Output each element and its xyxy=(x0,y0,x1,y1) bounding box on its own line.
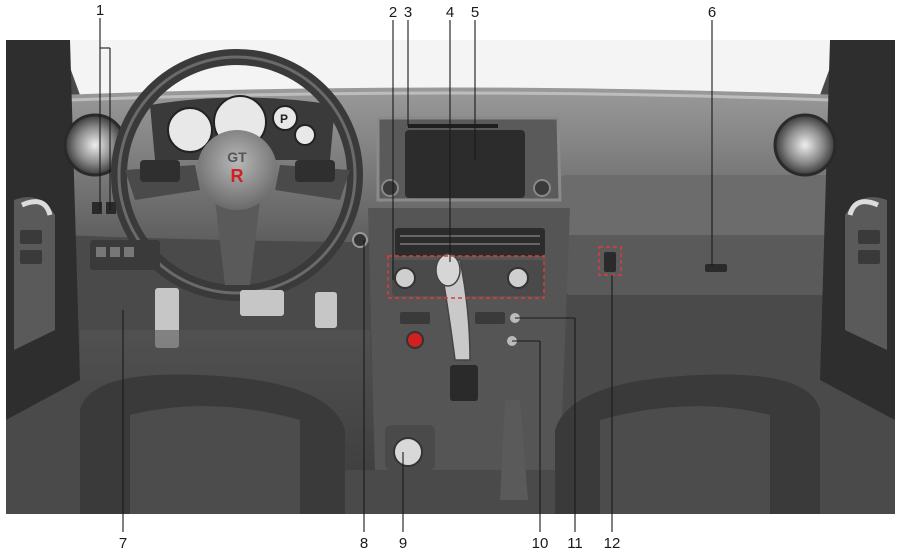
steering-control-right xyxy=(295,160,335,182)
callout-labels: 1 2 3 4 5 6 7 8 9 10 11 12 xyxy=(96,2,716,552)
lower-switch-a xyxy=(96,247,106,257)
callout-8: 8 xyxy=(360,535,368,552)
right-window-switch xyxy=(858,230,880,244)
glove-box-panel xyxy=(565,235,830,295)
steering-wheel-rim-highlight xyxy=(117,55,357,295)
parking-brake xyxy=(500,400,528,500)
left-display-knob xyxy=(381,179,399,197)
lower-switch-b xyxy=(110,247,120,257)
display-top-slot xyxy=(408,124,498,128)
right-air-vent-ring xyxy=(773,113,837,177)
callout-11: 11 xyxy=(567,535,583,552)
drive-mode-dial xyxy=(393,437,423,467)
callout-5: 5 xyxy=(471,4,479,21)
right-door-handle xyxy=(847,199,879,216)
shift-gate xyxy=(450,365,478,401)
callout-7: 7 xyxy=(119,535,127,552)
callout-3: 3 xyxy=(404,4,412,21)
lower-switch-c xyxy=(124,247,134,257)
mirror-switch-a xyxy=(92,202,102,214)
climate-knob-right xyxy=(507,267,529,289)
climate-highlight-box xyxy=(387,255,545,299)
left-window-switch-2 xyxy=(20,250,42,264)
passenger-airbag-indicator xyxy=(604,252,616,272)
callout-2: 2 xyxy=(389,4,397,21)
passenger-dash-panel xyxy=(560,175,835,235)
start-button xyxy=(406,331,424,349)
gear-shifter-knob xyxy=(435,253,461,287)
indicator-gauge xyxy=(272,105,298,131)
right-door-trim xyxy=(845,197,887,350)
indicator-highlight-box xyxy=(598,246,622,276)
hazard-switch xyxy=(352,232,368,248)
left-door-handle xyxy=(21,199,53,216)
callout-4: 4 xyxy=(446,4,454,21)
leader-lines xyxy=(99,18,713,532)
left-door-trim xyxy=(14,197,55,350)
console-switch-row-left xyxy=(400,312,430,324)
center-vents xyxy=(395,228,545,256)
callout-10: 10 xyxy=(532,535,549,552)
climate-control-panel xyxy=(392,260,544,296)
right-air-vent xyxy=(775,115,835,175)
steering-control-left xyxy=(140,160,180,182)
accelerator-pedal xyxy=(315,292,337,328)
gauge-p-mark: P xyxy=(280,112,288,126)
mirror-switch-b xyxy=(106,202,116,214)
right-display-knob xyxy=(533,179,551,197)
left-window-switch xyxy=(20,230,42,244)
climate-knob-left xyxy=(394,267,416,289)
display-screen xyxy=(405,130,525,198)
callout-9: 9 xyxy=(399,535,407,552)
passenger-seat-cushion xyxy=(600,406,770,514)
steering-badge-text: GT xyxy=(227,149,247,165)
steering-hub xyxy=(197,130,277,210)
steering-wheel-spoke-bottom xyxy=(215,200,260,285)
steering-badge-mark: R xyxy=(231,166,244,186)
glove-box-handle xyxy=(705,264,727,272)
callout-1: 1 xyxy=(96,2,104,19)
clutch-pedal xyxy=(240,290,284,316)
tachometer-gauge xyxy=(167,107,213,153)
right-window-switch-2 xyxy=(858,250,880,264)
driver-seat-cushion xyxy=(130,406,300,514)
callout-12: 12 xyxy=(604,535,621,552)
console-switch-row-right xyxy=(475,312,505,324)
callout-6: 6 xyxy=(708,4,716,21)
small-gauge xyxy=(294,124,316,146)
